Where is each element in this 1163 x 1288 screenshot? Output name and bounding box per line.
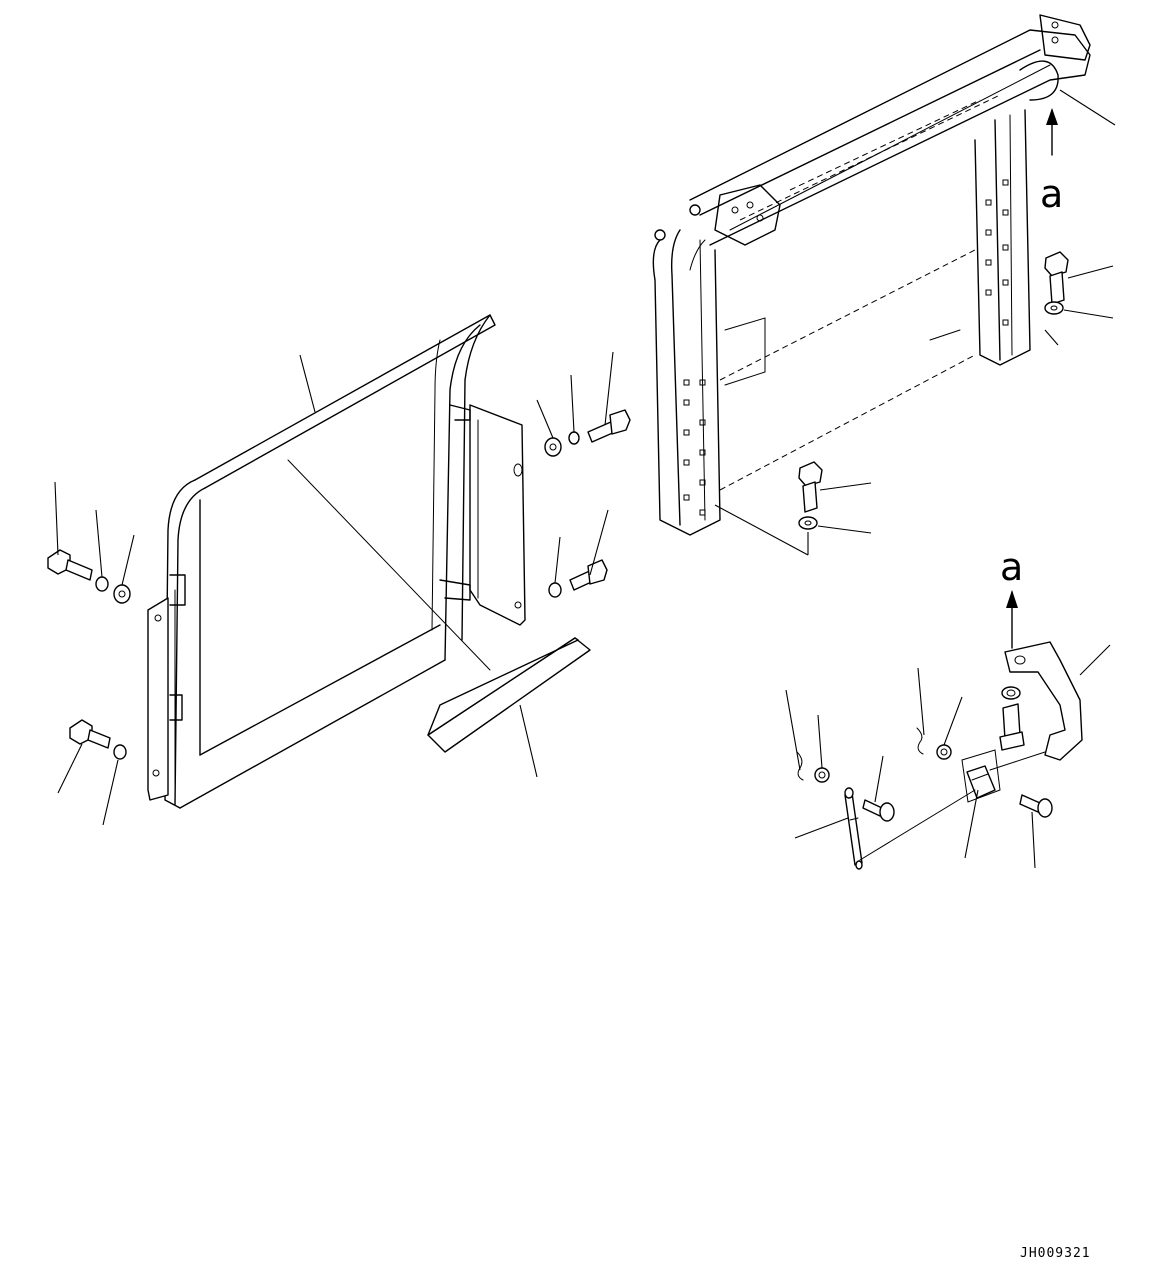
strut-clip-left: [785, 689, 830, 783]
bracket-washer-upper: [536, 399, 562, 457]
damper-bracket-bolt: [999, 703, 1025, 751]
frame-bolt-lower: [798, 461, 872, 513]
strut-assembly-line-2: [989, 751, 1046, 771]
left-bracket-plate: [147, 597, 169, 801]
frame-bolt-upper: [1044, 251, 1114, 305]
view-label-bottom: a: [1000, 545, 1023, 589]
strut-pin-left: [862, 755, 895, 822]
assembly-centerline: [287, 459, 491, 671]
damper-bracket: [1004, 641, 1111, 761]
strut-pin-right: [1019, 794, 1053, 869]
cab-frame: [652, 14, 1091, 536]
strut-assembly-line: [859, 789, 976, 861]
left-bolt-lower: [57, 719, 111, 794]
drawing-number: JH009321: [1020, 1246, 1091, 1261]
left-washer-lower: [102, 744, 127, 826]
damper-washer: [1001, 686, 1021, 700]
frame-washer-upper: [1044, 301, 1114, 346]
gas-strut: [794, 787, 863, 870]
trim-seal-strip: [427, 637, 591, 778]
bracket-lockwasher-upper: [568, 374, 580, 445]
leader-top-ring: [1059, 89, 1116, 126]
strut-clip-right: [916, 667, 963, 760]
leader-window-glass: [299, 354, 316, 413]
left-bolt-upper: [47, 481, 93, 581]
view-arrow-bottom: a: [1000, 545, 1023, 649]
bracket-washer-lower: [548, 536, 562, 598]
bracket-bolt-upper: [587, 351, 631, 443]
frame-washer-lower: [714, 504, 872, 556]
view-label-top: a: [1040, 172, 1063, 216]
view-arrow-top: a: [1040, 108, 1063, 216]
left-lockwasher-upper: [95, 509, 109, 592]
right-bracket-plate: [439, 404, 526, 626]
bracket-bolt-lower: [569, 509, 609, 591]
strut-bracket-clamp: [961, 749, 1001, 859]
window-glass: [164, 314, 496, 809]
left-washer-upper: [113, 534, 135, 604]
